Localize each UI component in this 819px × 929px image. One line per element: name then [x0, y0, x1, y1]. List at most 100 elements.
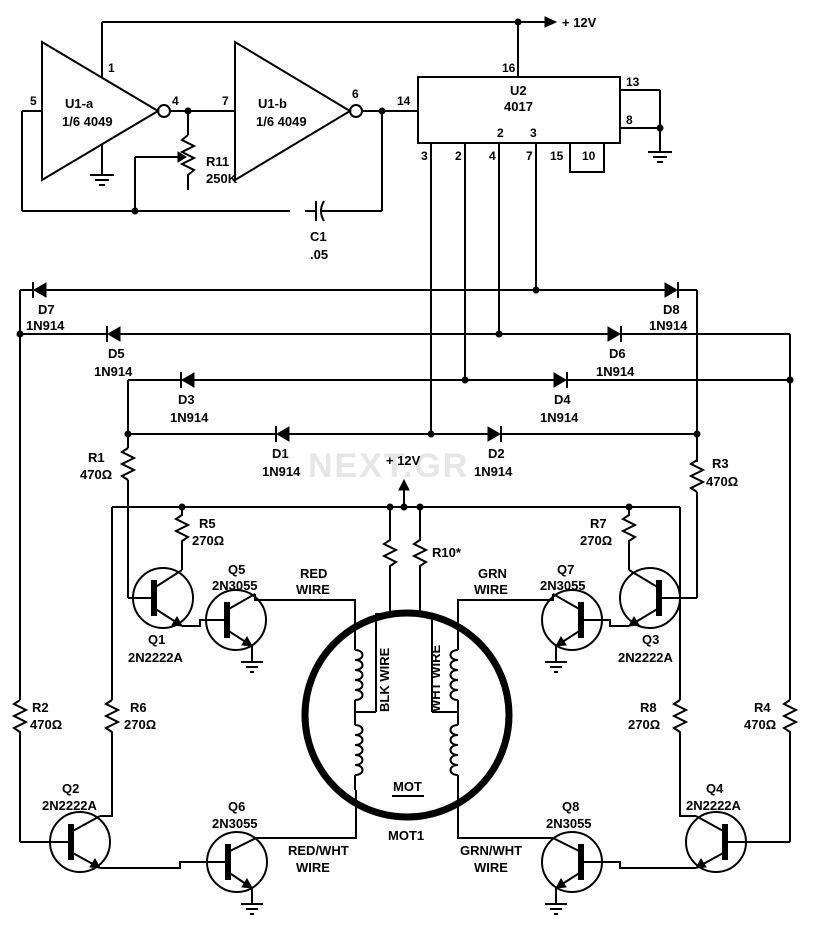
r5-value: 270Ω	[192, 533, 224, 548]
d2-name: D2	[488, 446, 505, 461]
u1b-pin6: 6	[352, 87, 359, 101]
r1-name: R1	[88, 450, 105, 465]
d7-part: 1N914	[26, 318, 65, 333]
motor-supply-rail	[111, 478, 681, 700]
d8-name: D8	[663, 302, 680, 317]
r2-value: 470Ω	[30, 717, 62, 732]
grn-wire-label-1: GRN	[478, 566, 507, 581]
q3-part: 2N2222A	[618, 650, 674, 665]
oscillator-section	[21, 16, 672, 222]
q2-part: 2N2222A	[42, 798, 98, 813]
d8-part: 1N914	[649, 318, 688, 333]
supply-arrow-icon	[544, 16, 558, 28]
r4-value: 470Ω	[744, 717, 776, 732]
r8-value: 270Ω	[628, 717, 660, 732]
r5-name: R5	[199, 516, 216, 531]
q5-name: Q5	[228, 562, 245, 577]
u2-pin7: 7	[526, 149, 533, 163]
r7-value: 270Ω	[580, 533, 612, 548]
q3-transistor	[600, 567, 697, 629]
q7-name: Q7	[557, 562, 574, 577]
motor-ref: MOT1	[388, 828, 424, 843]
u2-pin15: 15	[550, 149, 564, 163]
r4-name: R4	[754, 700, 771, 715]
d3-part: 1N914	[170, 410, 209, 425]
u2-pin10: 10	[582, 149, 596, 163]
wht-wire-label: WHT WIRE	[428, 645, 443, 712]
grnwht-wire-label-1: GRN/WHT	[460, 843, 522, 858]
u2-pin3-inner: 3	[530, 126, 537, 140]
d7-name: D7	[38, 302, 55, 317]
c1-name: C1	[310, 229, 327, 244]
r6-name: R6	[130, 700, 147, 715]
q6-name: Q6	[228, 799, 245, 814]
d2-part: 1N914	[474, 464, 513, 479]
q4-name: Q4	[706, 781, 724, 796]
u2-pin14: 14	[397, 94, 411, 108]
u1a-pin1: 1	[108, 61, 115, 75]
q5-transistor	[205, 589, 356, 673]
watermark: NEXT.GR	[308, 447, 469, 485]
redwht-wire-label-2: WIRE	[296, 860, 330, 875]
supply-mid-label: + 12V	[386, 453, 421, 468]
base-resistors-lower	[11, 699, 799, 842]
q2-transistor	[20, 790, 210, 873]
motor-label: MOT	[393, 779, 422, 794]
u1a-name: U1-a	[65, 96, 94, 111]
r3-name: R3	[712, 456, 729, 471]
r11-value: 250K	[206, 171, 238, 186]
r3-value: 470Ω	[706, 474, 738, 489]
d4-part: 1N914	[540, 410, 579, 425]
d4-name: D4	[554, 392, 571, 407]
u1b-pin7: 7	[222, 94, 229, 108]
supply-top-label: + 12V	[562, 15, 597, 30]
u2-pin3: 3	[421, 149, 428, 163]
q5-part: 2N3055	[212, 578, 258, 593]
r11-name: R11	[206, 154, 229, 169]
q8-part: 2N3055	[546, 816, 592, 831]
motor-mot1	[301, 609, 513, 821]
u1a-part: 1/6 4049	[62, 114, 113, 129]
u2-pin2-inner: 2	[497, 126, 504, 140]
u2-pin2: 2	[455, 149, 462, 163]
q7-transistor	[457, 589, 603, 673]
q1-transistor	[128, 567, 210, 629]
grn-wire-label-2: WIRE	[474, 582, 508, 597]
d6-part: 1N914	[596, 364, 635, 379]
d1-name: D1	[272, 446, 289, 461]
q1-name: Q1	[148, 632, 165, 647]
q2-name: Q2	[62, 781, 79, 796]
r10-name: R10*	[432, 545, 462, 560]
r2-name: R2	[32, 700, 49, 715]
u1b-name: U1-b	[258, 96, 287, 111]
c1-value: .05	[310, 247, 328, 262]
d6-name: D6	[609, 346, 626, 361]
redwht-wire-label-1: RED/WHT	[288, 843, 349, 858]
u2-pin4: 4	[489, 149, 496, 163]
base-resistors-upper	[119, 434, 706, 598]
red-wire-label-2: WIRE	[296, 582, 330, 597]
q4-part: 2N2222A	[686, 798, 742, 813]
q6-part: 2N3055	[212, 816, 258, 831]
q7-part: 2N3055	[540, 578, 586, 593]
d3-name: D3	[178, 392, 195, 407]
r7-name: R7	[590, 516, 607, 531]
u2-pin8: 8	[626, 113, 633, 127]
u1b-inverter	[234, 40, 352, 182]
d5-name: D5	[108, 346, 125, 361]
u2-counter	[417, 76, 621, 144]
u2-name: U2	[510, 83, 527, 98]
r8-name: R8	[640, 700, 657, 715]
u2-part: 4017	[504, 99, 533, 114]
d5-part: 1N914	[94, 364, 133, 379]
c1-capacitor	[290, 200, 330, 222]
r6-value: 270Ω	[124, 717, 156, 732]
u2-pin16: 16	[502, 61, 516, 75]
q3-name: Q3	[642, 632, 659, 647]
r1-value: 470Ω	[80, 467, 112, 482]
u1a-inverter	[41, 40, 160, 182]
u1a-pin5: 5	[30, 94, 37, 108]
q1-part: 2N2222A	[128, 650, 184, 665]
